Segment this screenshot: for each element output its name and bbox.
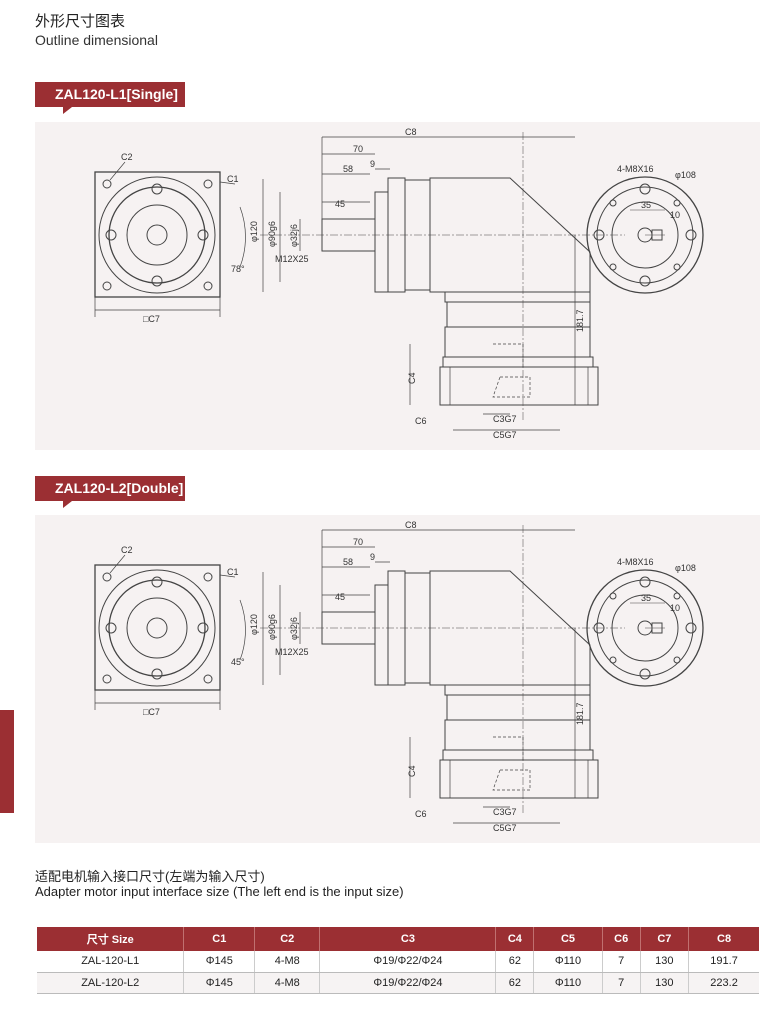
dim-label-c4: C4 bbox=[407, 372, 417, 384]
subtitle-cn: 适配电机输入接口尺寸(左端为输入尺寸) bbox=[35, 869, 265, 884]
dim-label-m12: M12X25 bbox=[275, 647, 309, 657]
column-header: C2 bbox=[254, 927, 321, 951]
side-view bbox=[260, 525, 625, 824]
dim-label-c2: C2 bbox=[121, 152, 133, 162]
title-cn: 外形尺寸图表 bbox=[35, 13, 126, 30]
dim-label-c3: C3G7 bbox=[493, 414, 517, 424]
table-cell: 130 bbox=[640, 972, 690, 994]
front-view bbox=[94, 161, 246, 317]
dim-label-d35: 35 bbox=[641, 593, 651, 603]
dim-label-c4: C4 bbox=[407, 765, 417, 777]
table-cell: Φ19/Φ22/Φ24 bbox=[319, 951, 497, 973]
dim-label-d9: 9 bbox=[370, 552, 375, 562]
dim-label-d10: 10 bbox=[670, 603, 680, 613]
dim-label-c8: C8 bbox=[405, 127, 417, 137]
table-cell: 7 bbox=[602, 972, 641, 994]
dim-label-c7: □C7 bbox=[143, 707, 160, 717]
dim-label-d35: 35 bbox=[641, 200, 651, 210]
dim-label-c7: □C7 bbox=[143, 314, 160, 324]
table-cell: 130 bbox=[640, 951, 690, 973]
column-header: C1 bbox=[183, 927, 256, 951]
dim-label-c2: C2 bbox=[121, 545, 133, 555]
dim-label-c3: C3G7 bbox=[493, 807, 517, 817]
dim-label-d58: 58 bbox=[343, 164, 353, 174]
table-cell: 191.7 bbox=[688, 951, 759, 973]
output-end-view bbox=[586, 176, 704, 294]
dim-label-phi120: φ120 bbox=[249, 221, 259, 242]
dim-label-phi32: φ32j6 bbox=[289, 224, 299, 247]
dim-label-d45: 45 bbox=[335, 592, 345, 602]
title-en: Outline dimensional bbox=[35, 32, 158, 48]
column-header: 尺寸 Size bbox=[37, 927, 185, 951]
table-cell: ZAL-120-L2 bbox=[37, 972, 185, 994]
table-cell: 7 bbox=[602, 951, 641, 973]
column-header: C8 bbox=[688, 927, 759, 951]
dim-label-h181: 181.7 bbox=[575, 309, 585, 332]
dim-label-phi90: φ90g6 bbox=[267, 614, 277, 640]
dim-label-d9: 9 bbox=[370, 159, 375, 169]
dim-label-phi90: φ90g6 bbox=[267, 221, 277, 247]
dim-label-h181: 181.7 bbox=[575, 702, 585, 725]
table-cell: 4-M8 bbox=[254, 951, 321, 973]
table-cell: Φ145 bbox=[183, 951, 256, 973]
output-end-view bbox=[586, 569, 704, 687]
table-cell: 62 bbox=[495, 972, 535, 994]
table-cell: 62 bbox=[495, 951, 535, 973]
dim-label-c5: C5G7 bbox=[493, 430, 517, 440]
dim-label-c6: C6 bbox=[415, 809, 427, 819]
dim-label-c1: C1 bbox=[227, 174, 239, 184]
column-header: C5 bbox=[533, 927, 603, 951]
dim-label-angle: 78° bbox=[231, 264, 245, 274]
dim-label-phi108: φ108 bbox=[675, 170, 696, 180]
dim-label-c8: C8 bbox=[405, 520, 417, 530]
table-cell: ZAL-120-L1 bbox=[37, 951, 185, 973]
table-cell: Φ19/Φ22/Φ24 bbox=[319, 972, 497, 994]
column-header: C3 bbox=[319, 927, 497, 951]
dim-label-c1: C1 bbox=[227, 567, 239, 577]
dim-label-m12: M12X25 bbox=[275, 254, 309, 264]
front-view bbox=[94, 554, 246, 710]
dim-label-angle: 45° bbox=[231, 657, 245, 667]
dim-label-m8: 4-M8X16 bbox=[617, 164, 654, 174]
table-cell: 4-M8 bbox=[254, 972, 321, 994]
dim-label-c5: C5G7 bbox=[493, 823, 517, 833]
section-tag-double: ZAL120-L2[Double] bbox=[35, 476, 185, 508]
dim-label-d45: 45 bbox=[335, 199, 345, 209]
dim-label-m8: 4-M8X16 bbox=[617, 557, 654, 567]
dim-label-phi108: φ108 bbox=[675, 563, 696, 573]
table-cell: Φ145 bbox=[183, 972, 256, 994]
subtitle-en: Adapter motor input interface size (The … bbox=[35, 884, 404, 899]
table-cell: 223.2 bbox=[688, 972, 759, 994]
column-header: C6 bbox=[602, 927, 641, 951]
section-tag-single: ZAL120-L1[Single] bbox=[35, 82, 185, 114]
dim-label-d70: 70 bbox=[353, 537, 363, 547]
dim-label-d70: 70 bbox=[353, 144, 363, 154]
column-header: C7 bbox=[640, 927, 690, 951]
dim-label-d58: 58 bbox=[343, 557, 353, 567]
dim-label-c6: C6 bbox=[415, 416, 427, 426]
dim-label-d10: 10 bbox=[670, 210, 680, 220]
side-view bbox=[260, 132, 625, 431]
dim-label-phi120: φ120 bbox=[249, 614, 259, 635]
dim-label-phi32: φ32j6 bbox=[289, 617, 299, 640]
table-cell: Φ110 bbox=[533, 972, 603, 994]
side-tab bbox=[0, 710, 14, 813]
table-cell: Φ110 bbox=[533, 951, 603, 973]
column-header: C4 bbox=[495, 927, 535, 951]
